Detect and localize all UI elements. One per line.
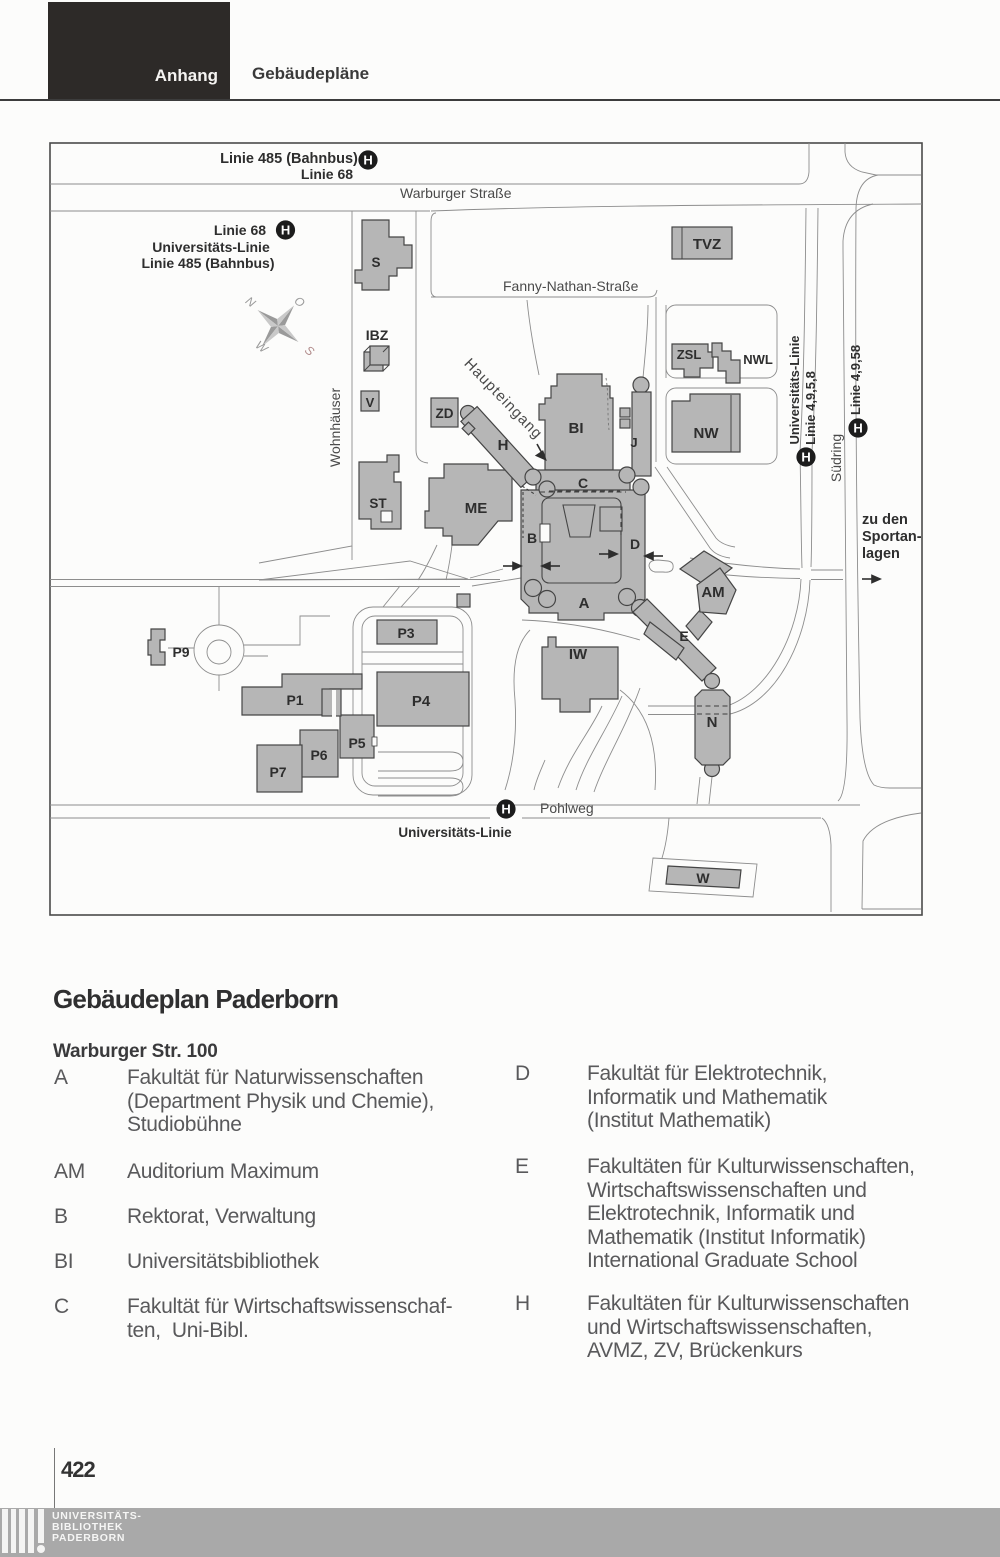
svg-text:B: B (527, 530, 537, 546)
svg-text:BI: BI (569, 420, 584, 437)
svg-text:AM: AM (701, 584, 724, 601)
svg-text:P5: P5 (348, 735, 365, 751)
svg-text:O: O (291, 293, 307, 310)
svg-text:P4: P4 (412, 693, 431, 710)
svg-text:C: C (578, 475, 588, 491)
svg-text:Universitäts-Linie: Universitäts-Linie (152, 239, 270, 255)
svg-text:N: N (707, 714, 718, 731)
svg-text:P3: P3 (397, 625, 414, 641)
svg-text:W: W (696, 870, 710, 886)
svg-text:S: S (371, 255, 380, 270)
svg-text:Linie 4,9,5,8: Linie 4,9,5,8 (803, 371, 818, 445)
svg-text:Wohnhäuser: Wohnhäuser (327, 388, 343, 467)
svg-text:ZD: ZD (436, 406, 454, 421)
svg-text:Südring: Südring (828, 434, 844, 482)
svg-text:Pohlweg: Pohlweg (540, 800, 594, 816)
svg-text:Universitäts-Linie: Universitäts-Linie (787, 335, 802, 444)
svg-text:A: A (579, 595, 590, 612)
svg-text:ZSL: ZSL (677, 347, 702, 362)
svg-text:TVZ: TVZ (693, 236, 721, 253)
svg-text:Linie 485 (Bahnbus): Linie 485 (Bahnbus) (220, 151, 358, 167)
svg-text:P7: P7 (269, 764, 286, 780)
svg-text:V: V (366, 395, 375, 410)
svg-text:P1: P1 (286, 692, 303, 708)
svg-text:J: J (630, 435, 637, 450)
svg-text:Linie 4,9,58: Linie 4,9,58 (848, 345, 863, 415)
svg-text:Universitäts-Linie: Universitäts-Linie (398, 825, 512, 840)
svg-text:E: E (679, 628, 688, 644)
svg-text:ST: ST (369, 496, 387, 511)
svg-text:Fanny-Nathan-Straße: Fanny-Nathan-Straße (503, 278, 639, 294)
svg-text:P6: P6 (310, 747, 327, 763)
svg-text:D: D (630, 536, 640, 552)
svg-text:IBZ: IBZ (366, 327, 389, 343)
svg-text:H: H (498, 437, 509, 454)
svg-text:P9: P9 (172, 644, 189, 660)
svg-text:Sportan-: Sportan- (862, 529, 922, 545)
svg-text:ME: ME (465, 500, 488, 517)
svg-text:lagen: lagen (862, 546, 900, 562)
svg-text:NW: NW (694, 425, 720, 442)
svg-text:Linie 68: Linie 68 (301, 166, 353, 182)
svg-text:NWL: NWL (743, 352, 773, 367)
svg-text:zu den: zu den (862, 512, 908, 528)
svg-text:S: S (302, 343, 317, 359)
svg-text:Warburger Straße: Warburger Straße (400, 185, 512, 201)
svg-text:IW: IW (569, 646, 588, 663)
svg-text:Linie 485 (Bahnbus): Linie 485 (Bahnbus) (141, 255, 274, 271)
svg-text:Linie 68: Linie 68 (214, 222, 266, 238)
svg-text:N: N (243, 294, 259, 311)
